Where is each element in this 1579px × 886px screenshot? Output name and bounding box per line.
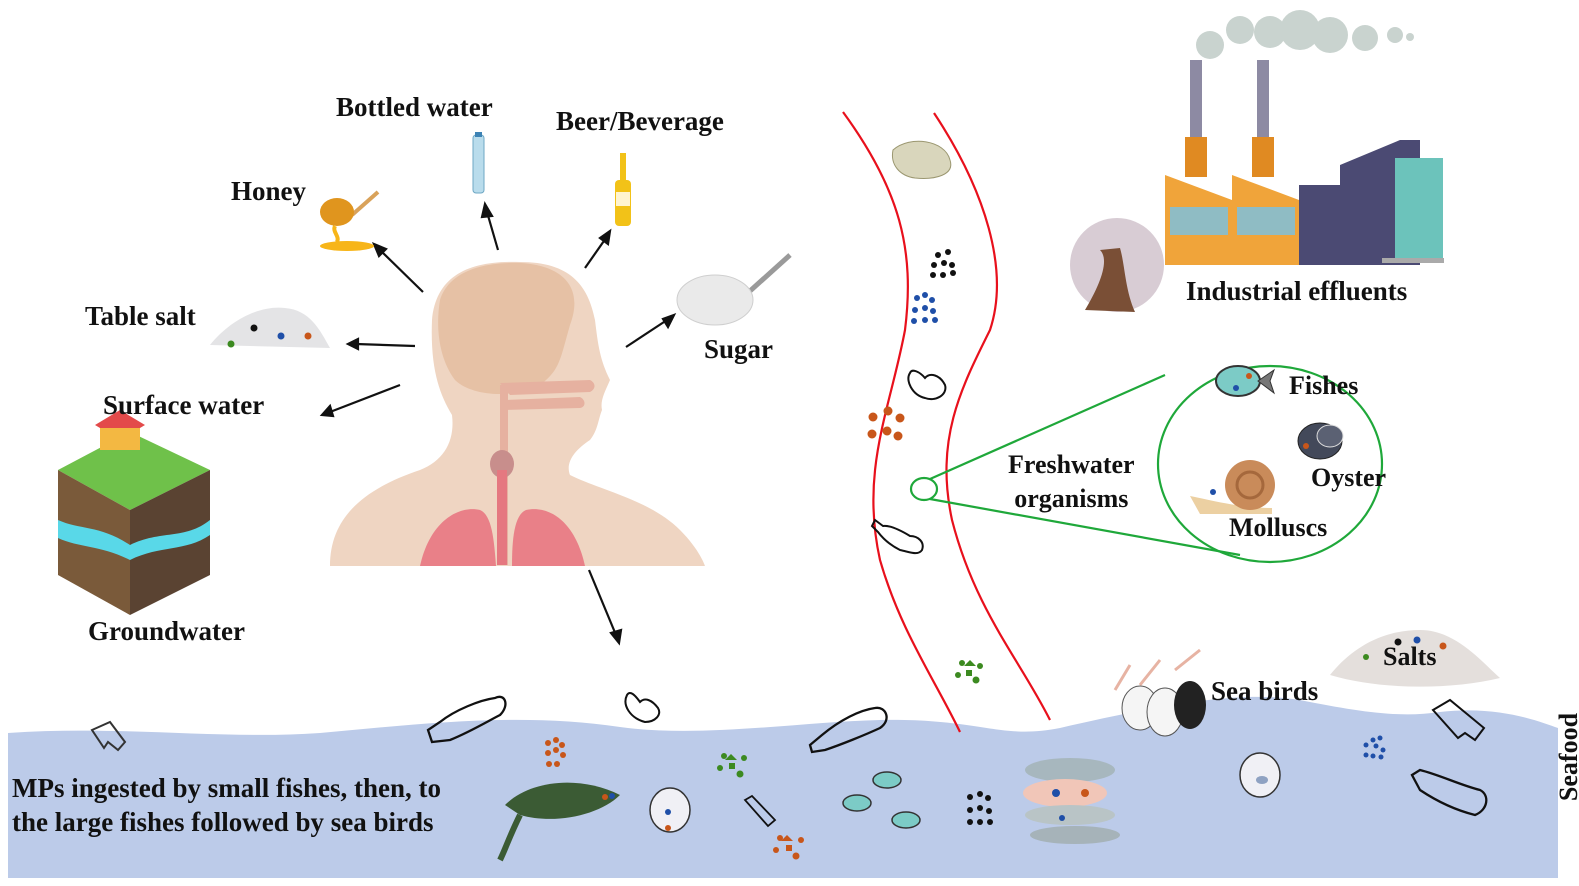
factory-icon <box>1165 10 1444 265</box>
arrows <box>319 201 677 646</box>
label-sugar: Sugar <box>704 334 774 364</box>
label-freshwater-organisms: Freshwater organisms <box>1008 448 1135 516</box>
label-table-salt: Table salt <box>85 301 196 331</box>
pelicans-icon <box>1113 648 1206 737</box>
label-freshwater-line2: organisms <box>1014 484 1129 513</box>
mp-blue-dots-sea <box>1363 735 1386 760</box>
effluent-flow <box>1085 248 1135 312</box>
label-molluscs: Molluscs <box>1229 513 1328 542</box>
mp-green-fragments-river <box>955 660 983 684</box>
large-fish-icon <box>497 782 620 862</box>
mp-orange-dots-river <box>867 406 905 441</box>
small-bottle-sea-icon <box>743 794 777 828</box>
label-bottled-water: Bottled water <box>336 92 493 122</box>
seafood-fish-pile-icon <box>1023 758 1120 844</box>
label-surface-water: Surface water <box>103 390 265 420</box>
salts-pile-icon <box>1330 630 1500 687</box>
mp-black-dots-river <box>930 249 956 278</box>
label-industrial-effluents: Industrial effluents <box>1186 276 1408 306</box>
mp-green-fragments-sea <box>717 753 747 778</box>
fishing-net-icon <box>891 140 952 179</box>
label-mps-line2: the large fishes followed by sea birds <box>12 807 434 837</box>
sugar-spoon-icon <box>676 253 792 326</box>
label-oyster: Oyster <box>1311 463 1387 492</box>
table-salt-pile-icon <box>210 307 330 348</box>
sea-fish-right-icon <box>1239 752 1281 798</box>
zoom-cone <box>909 364 1384 564</box>
groundwater-block-icon <box>58 410 210 615</box>
plastic-bag-shore-icon <box>624 692 661 724</box>
freshwater-fish-icon <box>1215 365 1276 397</box>
mp-orange-fragments-sea <box>773 835 804 860</box>
small-fish-sea-icon <box>649 787 691 833</box>
mp-orange-dots-sea <box>545 737 566 767</box>
river-right-bank <box>933 112 1051 721</box>
human-figure-icon <box>330 261 705 566</box>
bottled-water-icon <box>472 132 485 194</box>
plastic-bag-river-icon <box>907 369 947 401</box>
label-freshwater-line1: Freshwater <box>1008 450 1135 479</box>
label-mps-ingested: MPs ingested by small fishes, then, to t… <box>12 771 441 839</box>
label-beer-beverage: Beer/Beverage <box>556 106 724 136</box>
snail-mollusc-icon <box>1190 460 1275 514</box>
label-groundwater: Groundwater <box>88 616 246 646</box>
label-mps-line1: MPs ingested by small fishes, then, to <box>12 773 442 803</box>
plastic-bag-right-icon <box>1431 698 1486 742</box>
plastic-bottle-sea-2-icon <box>808 706 888 754</box>
label-sea-birds: Sea birds <box>1211 676 1319 706</box>
small-teal-fishes-icon <box>842 771 921 829</box>
label-salts: Salts <box>1383 642 1437 671</box>
label-honey: Honey <box>231 176 307 206</box>
plastic-bag-sea-icon <box>90 720 127 752</box>
honey-icon <box>320 190 380 251</box>
label-fishes: Fishes <box>1289 371 1359 400</box>
mp-black-dots-sea <box>967 791 993 825</box>
oyster-icon <box>1297 422 1344 460</box>
plastic-bottle-right-icon <box>1410 768 1488 817</box>
label-seafood: Seafood <box>1554 712 1579 802</box>
mp-blue-dots-river <box>911 292 938 324</box>
plastic-bottle-river-icon <box>870 518 924 555</box>
plastic-bottle-sea-icon <box>426 695 507 744</box>
sea-water <box>8 696 1558 878</box>
river-left-bank <box>842 111 961 733</box>
beer-bottle-icon <box>615 153 631 226</box>
